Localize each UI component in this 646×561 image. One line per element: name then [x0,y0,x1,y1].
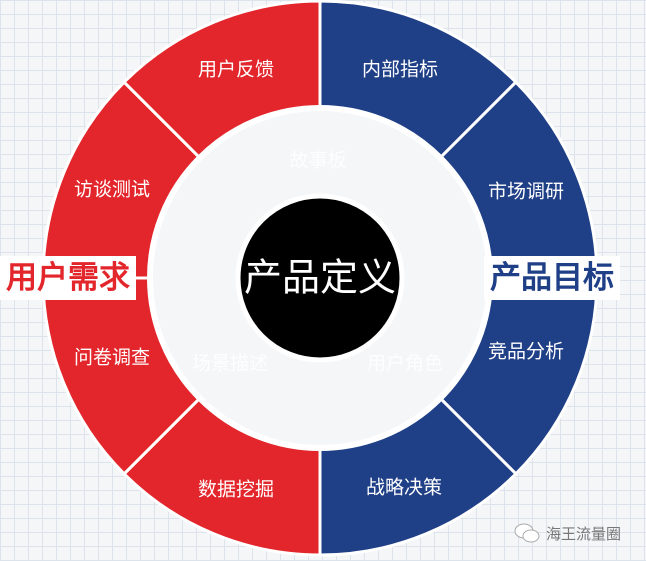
segment-label: 竞品分析 [488,341,564,363]
segment-label: 访谈测试 [74,179,150,201]
wechat-icon [514,523,540,543]
center-label: 产品定义 [244,256,396,300]
user-needs-label: 用户需求 [0,256,136,300]
watermark: 海王流量圈 [514,522,621,544]
segment-label: 问卷调查 [74,347,150,369]
center-circle [235,193,405,363]
segment-label: 内部指标 [362,59,438,81]
inner-label: 用户角色 [367,353,443,375]
segment-label: 战略决策 [366,477,442,499]
segment-label: 数据挖掘 [198,479,274,501]
segment-label: 用户反馈 [198,59,274,81]
inner-label: 场景描述 [192,353,268,375]
segment-label: 市场调研 [488,181,564,203]
inner-label: 故事板 [289,150,346,172]
product-goals-label: 产品目标 [484,256,620,300]
